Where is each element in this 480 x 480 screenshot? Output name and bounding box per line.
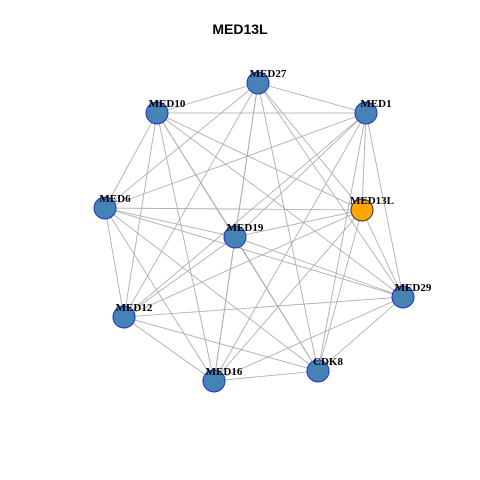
edge-med12-med16 bbox=[123, 316, 215, 382]
node-med6 bbox=[93, 196, 117, 220]
edge-med1-med6 bbox=[104, 112, 367, 209]
node-med1 bbox=[354, 101, 378, 125]
edge-med1-med29 bbox=[365, 112, 404, 298]
node-label-med27: MED27 bbox=[250, 68, 287, 80]
node-label-med10: MED10 bbox=[149, 98, 186, 110]
edge-med6-med16 bbox=[104, 207, 215, 382]
edge-med19-med12 bbox=[123, 236, 236, 318]
node-med10 bbox=[145, 101, 169, 125]
edge-med27-med13l bbox=[257, 82, 363, 211]
edge-med1-cdk8 bbox=[317, 112, 367, 372]
edge-med19-cdk8 bbox=[234, 236, 319, 372]
node-label-med12: MED12 bbox=[116, 302, 153, 314]
graph-title: MED13L bbox=[212, 21, 268, 37]
edge-med19-med29 bbox=[234, 236, 404, 298]
edge-med6-med19 bbox=[104, 207, 236, 238]
node-label-med13l: MED13L bbox=[350, 195, 394, 207]
edge-med29-med12 bbox=[123, 296, 404, 318]
edge-med27-med10 bbox=[156, 82, 259, 114]
edge-med27-med12 bbox=[123, 82, 259, 318]
node-med27 bbox=[246, 71, 270, 95]
node-label-med16: MED16 bbox=[206, 366, 243, 378]
edge-med1-med12 bbox=[123, 112, 367, 318]
edge-med13l-med12 bbox=[123, 209, 363, 318]
edge-med27-cdk8 bbox=[257, 82, 319, 372]
node-label-med1: MED1 bbox=[360, 98, 391, 110]
node-med16 bbox=[202, 369, 226, 393]
edge-med16-cdk8 bbox=[213, 370, 319, 382]
edge-med10-med13l bbox=[156, 112, 363, 211]
edge-med12-cdk8 bbox=[123, 316, 319, 372]
edge-med6-med13l bbox=[104, 207, 363, 211]
edge-med10-med12 bbox=[123, 112, 158, 318]
edge-med29-med16 bbox=[213, 296, 404, 382]
node-med29 bbox=[391, 285, 415, 309]
edge-med1-med19 bbox=[234, 112, 367, 238]
edge-med1-med13l bbox=[361, 112, 367, 211]
edge-med27-med1 bbox=[257, 82, 367, 114]
node-med19 bbox=[223, 225, 247, 249]
edge-med27-med6 bbox=[104, 82, 259, 209]
edge-med13l-cdk8 bbox=[317, 209, 363, 372]
edge-med10-med16 bbox=[156, 112, 215, 382]
edge-med29-cdk8 bbox=[317, 296, 404, 372]
node-med12 bbox=[112, 305, 136, 329]
edge-med13l-med16 bbox=[213, 209, 363, 382]
node-label-cdk8: CDK8 bbox=[313, 356, 343, 368]
node-cdk8 bbox=[306, 359, 330, 383]
edges-layer bbox=[104, 82, 404, 382]
edge-med1-med16 bbox=[213, 112, 367, 382]
edge-med6-med29 bbox=[104, 207, 404, 298]
edge-med13l-med19 bbox=[234, 209, 363, 238]
edge-med10-med6 bbox=[104, 112, 158, 209]
edge-med19-med16 bbox=[213, 236, 236, 382]
edge-med6-cdk8 bbox=[104, 207, 319, 372]
node-label-med29: MED29 bbox=[395, 282, 432, 294]
edge-med6-med12 bbox=[104, 207, 125, 318]
node-label-med6: MED6 bbox=[99, 193, 131, 205]
edge-med10-med29 bbox=[156, 112, 404, 298]
node-label-med19: MED19 bbox=[227, 222, 264, 234]
edge-med27-med29 bbox=[257, 82, 404, 298]
edge-med13l-med29 bbox=[361, 209, 404, 298]
nodes-layer bbox=[93, 71, 415, 393]
node-med13l bbox=[350, 198, 374, 222]
